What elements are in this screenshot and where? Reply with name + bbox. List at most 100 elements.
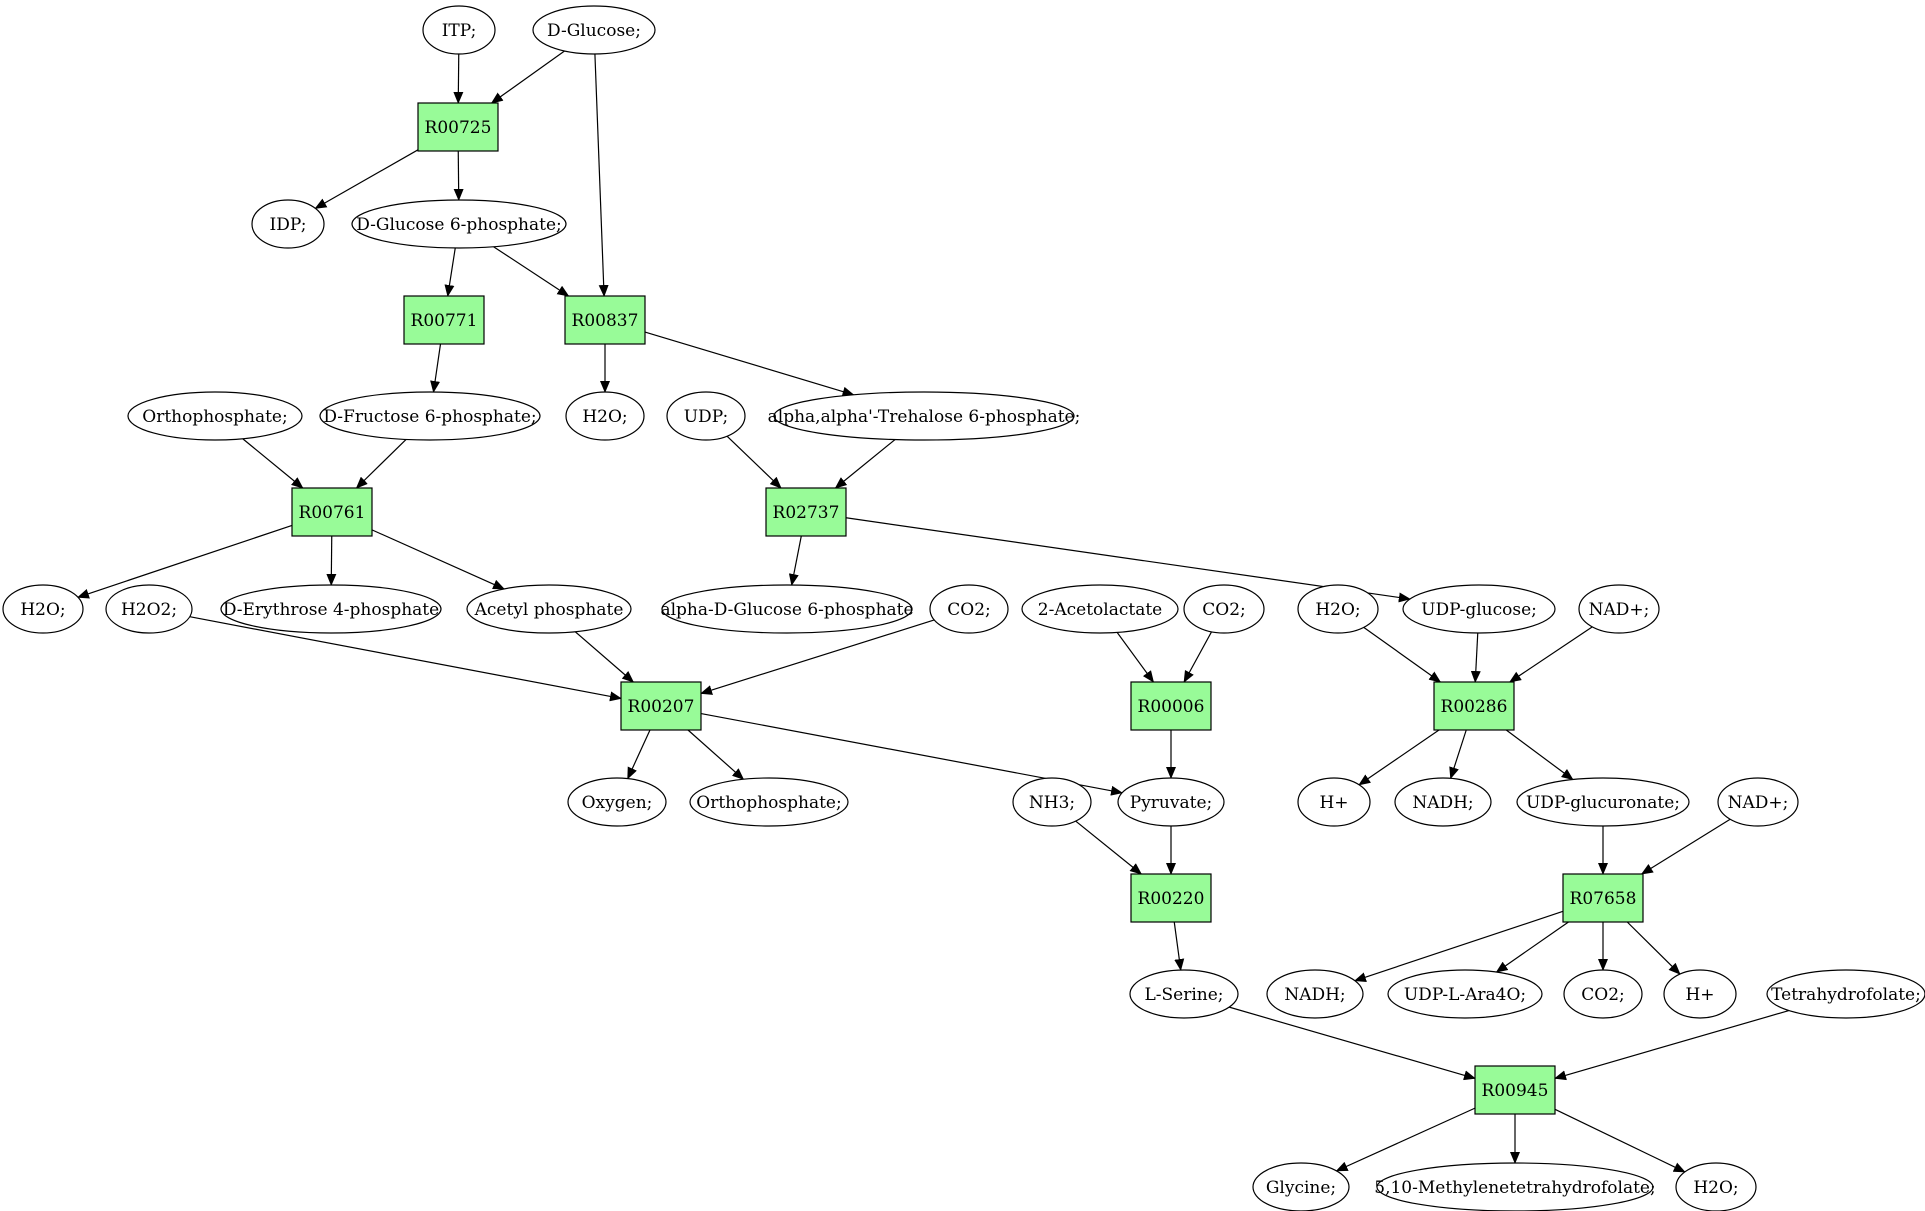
node-label: Tetrahydrofolate; (1771, 985, 1921, 1005)
compound-ellipse (1394, 777, 1492, 827)
compound-ellipse (689, 777, 849, 827)
node-label: D-Fructose 6-phosphate; (323, 407, 536, 427)
compound-ellipse (565, 391, 645, 441)
reaction-node-r00725[interactable]: R00725 (417, 102, 499, 152)
node-label: R02737 (773, 503, 840, 523)
reaction-node-r00006[interactable]: R00006 (1130, 681, 1212, 731)
compound-node-oxygen[interactable]: Oxygen; (567, 777, 667, 827)
compound-node-co2_a[interactable]: CO2; (929, 584, 1009, 634)
compound-node-udpglcua[interactable]: UDP-glucuronate; (1516, 777, 1690, 827)
compound-node-dglucose[interactable]: D-Glucose; (532, 5, 656, 55)
edge-itp-to-r00725 (453, 53, 464, 104)
reaction-node-r00945[interactable]: R00945 (1474, 1065, 1556, 1115)
compound-node-h2o2[interactable]: H2O2; (105, 584, 193, 634)
compound-node-adg6p[interactable]: alpha-D-Glucose 6-phosphate (660, 584, 914, 634)
node-label: UDP; (684, 407, 729, 427)
edge-r00207-to-ortho2 (687, 729, 745, 780)
compound-node-glycine[interactable]: Glycine; (1252, 1162, 1350, 1211)
node-label: IDP; (270, 215, 307, 235)
compound-node-h2o_b[interactable]: H2O; (2, 584, 84, 634)
edge-thf-to-r00945 (1554, 1009, 1790, 1081)
compound-ellipse (1563, 969, 1643, 1019)
compound-node-h2o_c[interactable]: H2O; (1297, 584, 1379, 634)
node-label: H2O2; (121, 600, 177, 620)
reaction-node-r00771[interactable]: R00771 (403, 295, 485, 345)
node-label: UDP-glucuronate; (1526, 793, 1680, 813)
reaction-node-r00207[interactable]: R00207 (620, 681, 702, 731)
compound-ellipse (1021, 584, 1179, 634)
compound-ellipse (661, 584, 913, 634)
compound-node-itp[interactable]: ITP; (422, 5, 496, 55)
reaction-node-r00220[interactable]: R00220 (1130, 873, 1212, 923)
compound-node-mthf[interactable]: 5,10-Methylenetetrahydrofolate; (1374, 1162, 1656, 1211)
edge-r00837-to-t6p (644, 331, 855, 397)
reaction-node-r00286[interactable]: R00286 (1433, 681, 1515, 731)
edge-acp-to-r00207 (574, 631, 635, 683)
compound-node-h2o_d[interactable]: H2O; (1675, 1162, 1757, 1211)
edge-r00761-to-e4p (326, 535, 337, 587)
compound-ellipse (1376, 1162, 1654, 1211)
compound-node-hplus_b[interactable]: H+ (1663, 969, 1737, 1019)
reaction-box (291, 487, 373, 537)
compound-node-ortho2[interactable]: Orthophosphate; (689, 777, 849, 827)
node-label: alpha-D-Glucose 6-phosphate (660, 600, 913, 620)
compound-node-pyruvate[interactable]: Pyruvate; (1117, 777, 1225, 827)
node-label: 5,10-Methylenetetrahydrofolate; (1374, 1178, 1655, 1198)
compound-node-ortho1[interactable]: Orthophosphate; (127, 391, 303, 441)
node-label: H2O; (1693, 1178, 1738, 1198)
node-label: D-Glucose 6-phosphate; (356, 215, 562, 235)
compound-node-g6p[interactable]: D-Glucose 6-phosphate; (351, 199, 567, 249)
node-label: R00286 (1441, 697, 1508, 717)
compound-node-nadh_a[interactable]: NADH; (1394, 777, 1492, 827)
node-label: R00220 (1138, 889, 1205, 909)
compound-ellipse (1183, 584, 1265, 634)
compound-ellipse (1129, 969, 1239, 1019)
compound-node-udpglc[interactable]: UDP-glucose; (1402, 584, 1556, 634)
compound-node-nh3[interactable]: NH3; (1012, 777, 1092, 827)
reaction-node-r00837[interactable]: R00837 (564, 295, 646, 345)
compound-node-nad_b[interactable]: NAD+; (1717, 777, 1799, 827)
compound-node-acetolactate[interactable]: 2-Acetolactate (1021, 584, 1179, 634)
reaction-node-r07658[interactable]: R07658 (1562, 873, 1644, 923)
compound-ellipse (1516, 777, 1690, 827)
compound-ellipse (1387, 969, 1543, 1019)
compound-node-hplus_a[interactable]: H+ (1297, 777, 1371, 827)
compound-node-co2_b[interactable]: CO2; (1183, 584, 1265, 634)
compound-ellipse (1252, 1162, 1350, 1211)
compound-node-udplara4o[interactable]: UDP-L-Ara4O; (1387, 969, 1543, 1019)
compound-node-acp[interactable]: Acetyl phosphate (466, 584, 632, 634)
compound-node-nadh_b[interactable]: NADH; (1266, 969, 1364, 1019)
compound-ellipse (466, 584, 632, 634)
reaction-node-r00761[interactable]: R00761 (291, 487, 373, 537)
compound-node-e4p[interactable]: D-Erythrose 4-phosphate (220, 584, 442, 634)
compound-node-lserine[interactable]: L-Serine; (1129, 969, 1239, 1019)
compound-ellipse (1663, 969, 1737, 1019)
edge-co2_b-to-r00006 (1183, 631, 1213, 683)
edge-co2_a-to-r00207 (700, 619, 935, 695)
compound-node-idp[interactable]: IDP; (251, 199, 325, 249)
compound-node-co2_c[interactable]: CO2; (1563, 969, 1643, 1019)
compound-node-t6p[interactable]: alpha,alpha'-Trehalose 6-phosphate; (768, 391, 1081, 441)
compound-ellipse (1402, 584, 1556, 634)
node-label: CO2; (1202, 600, 1246, 620)
compound-node-nad_a[interactable]: NAD+; (1578, 584, 1660, 634)
edge-udp-to-r02737 (726, 435, 782, 489)
edge-r00771-to-f6p (430, 343, 442, 394)
node-label: R00945 (1482, 1081, 1549, 1101)
node-label: D-Erythrose 4-phosphate (223, 600, 439, 620)
node-label: Oxygen; (582, 793, 653, 813)
edge-nh3-to-r00220 (1075, 820, 1143, 875)
node-label: NAD+; (1728, 793, 1789, 813)
reaction-box (1433, 681, 1515, 731)
compound-node-h2o_a[interactable]: H2O; (565, 391, 645, 441)
compound-ellipse (1578, 584, 1660, 634)
compound-node-udp[interactable]: UDP; (666, 391, 746, 441)
edge-dglucose-to-r00725 (490, 50, 565, 104)
compound-node-f6p[interactable]: D-Fructose 6-phosphate; (319, 391, 541, 441)
reaction-node-r02737[interactable]: R02737 (765, 487, 847, 537)
compound-ellipse (1766, 969, 1925, 1019)
compound-node-thf[interactable]: Tetrahydrofolate; (1766, 969, 1925, 1019)
node-label: CO2; (1581, 985, 1625, 1005)
node-label: UDP-glucose; (1421, 600, 1537, 620)
